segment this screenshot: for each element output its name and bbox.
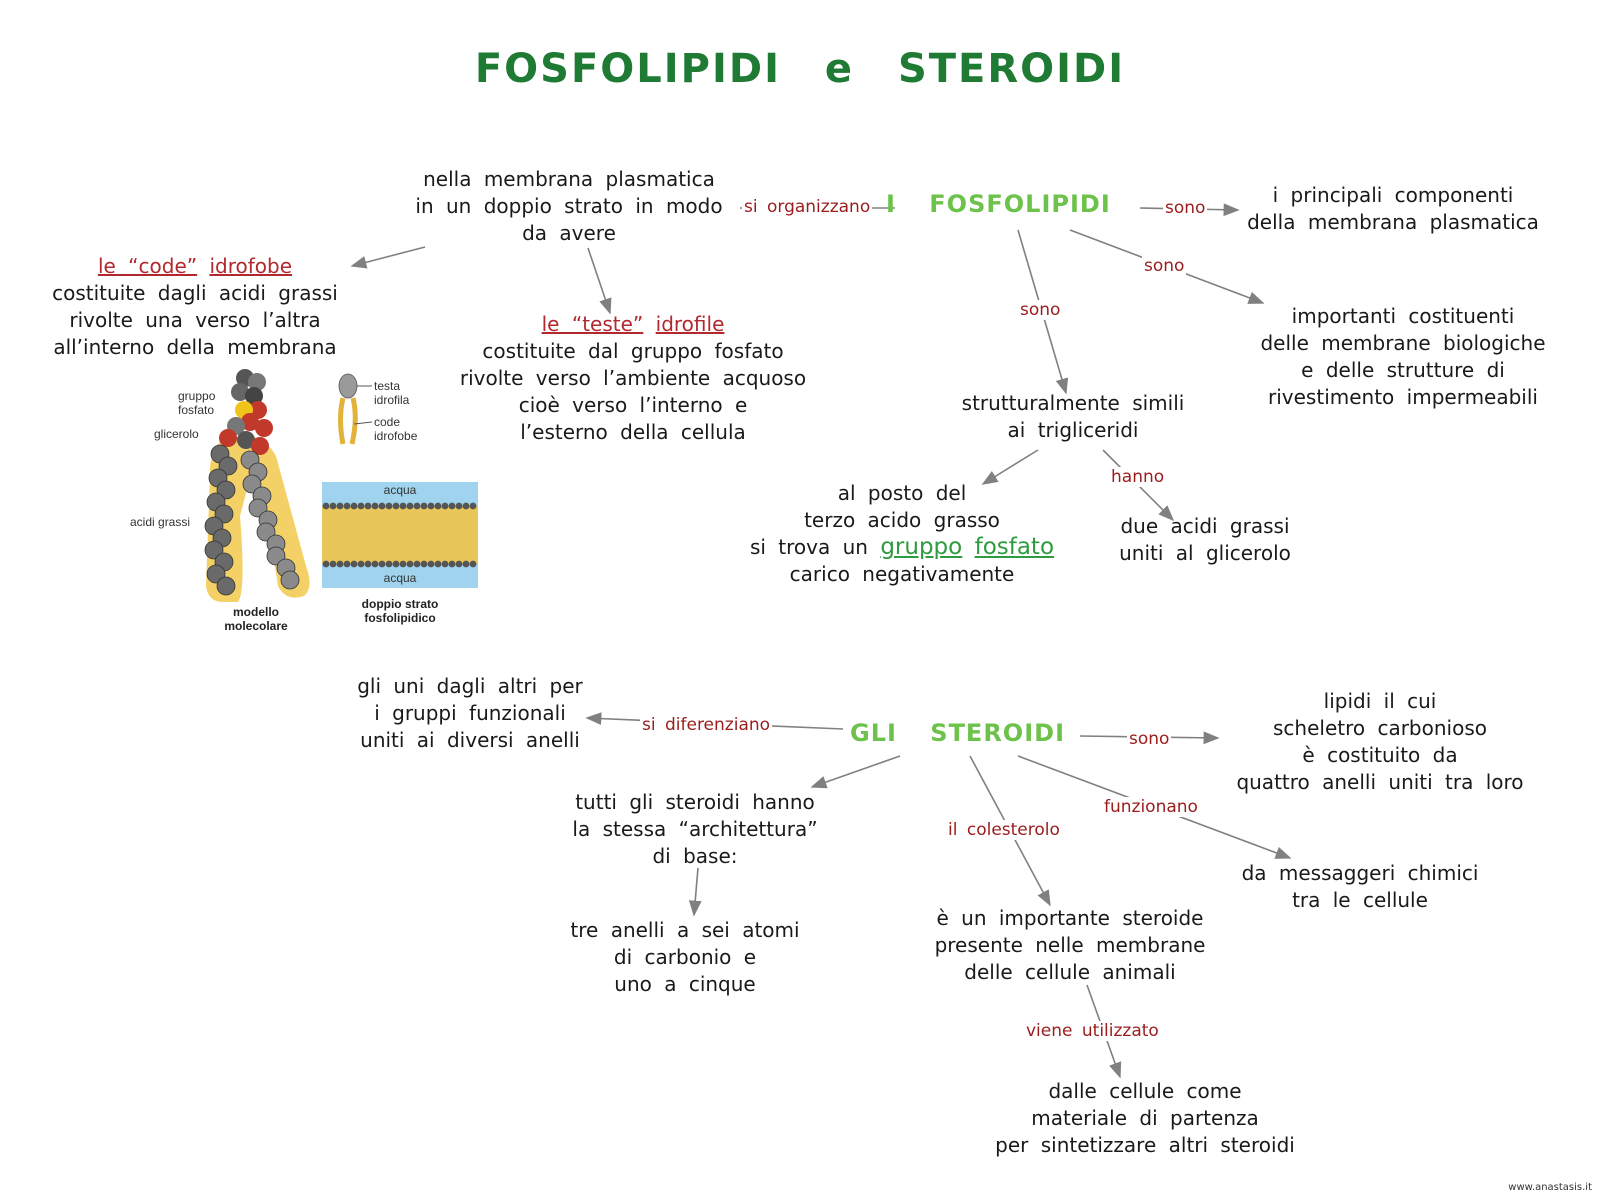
bilayer-head: [399, 502, 407, 510]
label-sono-steroidi: sono: [1127, 729, 1172, 749]
label-testa: testa: [374, 379, 400, 393]
bilayer-head: [371, 502, 379, 510]
molecule-head-atoms: [219, 369, 273, 455]
place-text: al posto del terzo acido grasso si trova…: [749, 481, 1055, 586]
label-acqua-top: acqua: [384, 483, 417, 497]
architecture-text: tutti gli steroidi hanno la stessa “arch…: [572, 790, 818, 868]
bilayer-head: [364, 560, 372, 568]
cholesterol-text: è un importante steroide presente nelle …: [934, 906, 1206, 984]
bilayer-head: [420, 560, 428, 568]
molecule-fatty-chain-1: [204, 444, 238, 596]
bilayer-head: [455, 560, 463, 568]
label-sono-3: sono: [1018, 300, 1063, 320]
molecule-fatty-chain-2: [240, 450, 300, 590]
tails-text: le “code” idrofobe costituite dagli acid…: [52, 254, 338, 359]
bilayer-head: [462, 560, 470, 568]
bilayer-head: [406, 560, 414, 568]
label-sono-2: sono: [1142, 256, 1187, 276]
bilayer-head: [413, 560, 421, 568]
bilayer-head: [378, 502, 386, 510]
bilayer-head: [364, 502, 372, 510]
label-idrofila: idrofila: [374, 393, 410, 407]
bilayer-head: [469, 560, 477, 568]
bilayer-head: [448, 502, 456, 510]
bilayer-head: [336, 502, 344, 510]
arrow-to-arch: [810, 755, 901, 789]
node-steroidi: GLI STEROIDI: [850, 719, 1065, 747]
label-doppio-strato: doppio strato: [362, 597, 439, 611]
bilayer-head: [448, 560, 456, 568]
bilayer-head: [469, 502, 477, 510]
bilayer-head: [462, 502, 470, 510]
label-fosfolipidico: fosfolipidico: [364, 611, 435, 625]
bilayer-head: [392, 560, 400, 568]
bilayer-head: [336, 560, 344, 568]
label-modello: modello: [233, 605, 279, 619]
bilayer-head: [385, 502, 393, 510]
page-title: FOSFOLIPIDI e STEROIDI: [474, 46, 1126, 92]
arrow-to-tails: [350, 246, 426, 269]
bilayer-head: [329, 560, 337, 568]
label-si-diferenziano: si diferenziano: [640, 715, 773, 735]
bilayer-head: [322, 502, 330, 510]
bilayer-head: [399, 560, 407, 568]
bilayer-head: [378, 560, 386, 568]
bilayer-head: [371, 560, 379, 568]
bilayer-diagram: [322, 482, 478, 588]
label-acidi-grassi: acidi grassi: [130, 515, 190, 529]
label-acqua-bottom: acqua: [384, 571, 417, 585]
arrow-to-place: [981, 449, 1039, 485]
bilayer-head: [329, 502, 337, 510]
principal-text: i principali componenti della membrana p…: [1247, 183, 1539, 234]
arrow-to-rings: [688, 867, 702, 917]
label-molecolare: molecolare: [224, 619, 288, 633]
label-si-organizzano: si organizzano: [742, 197, 873, 217]
bilayer-head: [427, 502, 435, 510]
bilayer-head: [413, 502, 421, 510]
heads-text: le “teste” idrofile costituite dal grupp…: [459, 312, 807, 444]
bilayer-head: [322, 560, 330, 568]
bilayer-head: [441, 560, 449, 568]
used-text: dalle cellule come materiale di partenza…: [995, 1079, 1295, 1157]
bilayer-head: [350, 502, 358, 510]
bilayer-head: [455, 502, 463, 510]
footer-url: www.anastasis.it: [1508, 1182, 1592, 1193]
bilayer-head: [385, 560, 393, 568]
organize-text: nella membrana plasmatica in un doppio s…: [415, 167, 723, 245]
similar-text: strutturalmente simili ai trigliceridi: [961, 391, 1185, 442]
bilayer-head: [434, 560, 442, 568]
messenger-text: da messaggeri chimici tra le cellule: [1241, 861, 1479, 912]
lipids-text: lipidi il cui scheletro carbonioso è cos…: [1236, 689, 1524, 794]
label-funzionano: funzionano: [1102, 797, 1200, 817]
bilayer-head: [357, 560, 365, 568]
bilayer-head: [427, 560, 435, 568]
bilayer-head: [406, 502, 414, 510]
label-glicerolo: glicerolo: [154, 427, 199, 441]
bilayer-head: [350, 560, 358, 568]
node-fosfolipidi: I FOSFOLIPIDI: [886, 190, 1111, 218]
bilayer-head: [392, 502, 400, 510]
bilayer-head: [343, 560, 351, 568]
diff-text: gli uni dagli altri per i gruppi funzion…: [357, 674, 583, 752]
bilayer-head: [343, 502, 351, 510]
label-fosfato: fosfato: [178, 403, 214, 417]
bilayer-head: [420, 502, 428, 510]
label-hanno: hanno: [1109, 467, 1167, 487]
label-code: code: [374, 415, 400, 429]
important-text: importanti costituenti delle membrane bi…: [1260, 304, 1546, 409]
bilayer-head: [357, 502, 365, 510]
arrow-to-heads: [587, 247, 612, 315]
fatty-text: due acidi grassi uniti al glicerolo: [1119, 514, 1291, 565]
lipid-schematic: [338, 373, 373, 445]
rings-text: tre anelli a sei atomi di carbonio e uno…: [570, 918, 800, 996]
label-idrofobe: idrofobe: [374, 429, 418, 443]
bilayer-head: [434, 502, 442, 510]
label-gruppo: gruppo: [178, 389, 216, 403]
label-il-colesterolo: il colesterolo: [946, 820, 1062, 840]
label-viene-utilizzato: viene utilizzato: [1024, 1021, 1161, 1041]
phospholipid-figure: gruppo fosfato glicerolo acidi grassi mo…: [130, 369, 478, 633]
bilayer-head: [441, 502, 449, 510]
label-sono-1: sono: [1163, 198, 1208, 218]
